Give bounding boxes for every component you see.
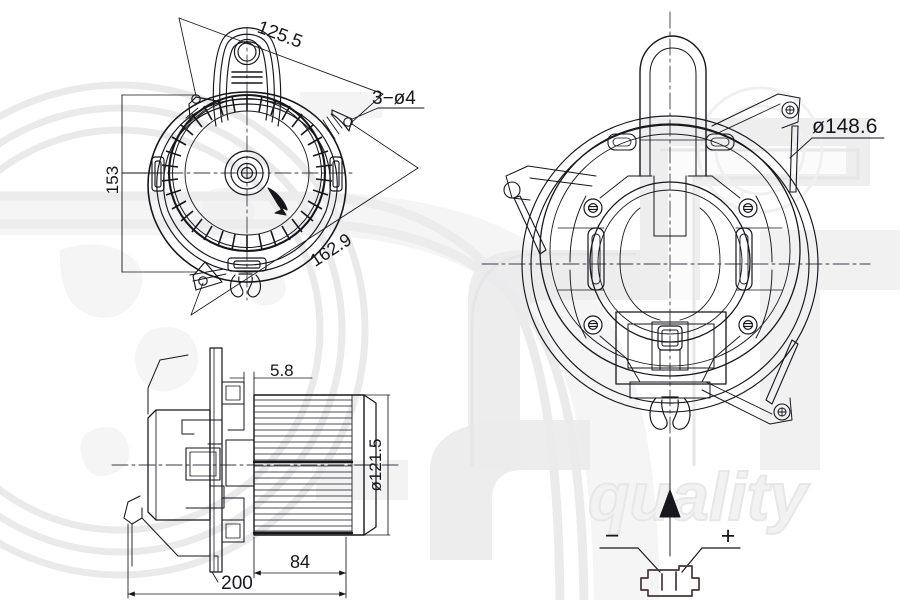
front-top-mount-boss [212,27,282,127]
dim-o148-6-label: ø148.6 [812,115,877,138]
front-side-clip-left [151,156,165,192]
front-mount-ear-right [322,109,353,140]
dim-5-8 [229,371,313,399]
rear-slot-right [735,227,783,291]
dim-84 [253,536,347,579]
rear-retainer-clip-icon [649,396,691,430]
polarity-negative-label: − [605,522,620,550]
dim-162-9-label: 162.9 [306,229,355,270]
side-bracket-hook [123,354,211,567]
front-mount-ear-bottom [189,261,227,291]
polarity-up-arrow-icon [659,489,681,518]
rpl-monogram-watermark [300,92,900,560]
dim-o121-5 [353,394,391,536]
rear-mount-arm-top-right [711,93,801,193]
polarity-view [599,439,741,597]
front-side-clip-right [329,156,343,192]
dim-3-o4-leader [349,107,425,121]
rear-mount-arm-bottom-right [701,339,799,425]
side-flange-plate [209,347,255,583]
rotation-arrow-body [267,187,288,211]
dim-3-o4-label: 3−ø4 [372,88,416,109]
polarity-leader-positive [681,547,741,573]
swoosh-fill-watermark [0,192,660,600]
rpl-monogram-outline-watermark [470,148,860,466]
rear-mount-arm-left [503,165,597,255]
connector-symbol [640,565,700,597]
rear-inlet-duct [639,35,707,237]
dim-o121-5-label: ø121.5 [366,439,385,492]
dim-200 [127,523,347,599]
rear-view-centerlines [481,11,871,471]
brand-wordmark: quality [588,459,810,535]
side-view [111,347,401,599]
dim-o148-6-leader [789,137,885,159]
blower-wheel-blades [161,95,333,251]
globe-rings-watermark [0,81,369,579]
front-housing-outline [147,91,347,283]
dim-153-label: 153 [103,166,122,194]
side-blade-lines [253,399,353,532]
dim-84-label: 84 [290,552,310,572]
polarity-leader-negative [599,547,661,573]
dim-5-8-label: 5.8 [270,361,294,380]
dim-125-5-label: 125.5 [255,16,306,52]
rear-top-tab-left [607,133,637,151]
dim-162-9 [190,123,419,316]
blower-wheel [161,93,333,253]
front-retainer-clip-icon [229,273,262,298]
dim-200-label: 200 [221,573,253,594]
rear-top-tab-right [705,133,735,151]
front-view [121,17,425,316]
side-blower-cylinder [252,394,377,536]
polarity-positive-label: + [721,522,736,550]
rear-housing-outline [521,115,819,413]
rear-slot-left [557,227,605,291]
rear-view [481,11,885,471]
front-bottom-clip [227,257,267,272]
rear-ribs [569,175,773,383]
dim-153 [121,94,197,273]
blower-hub [224,150,270,196]
